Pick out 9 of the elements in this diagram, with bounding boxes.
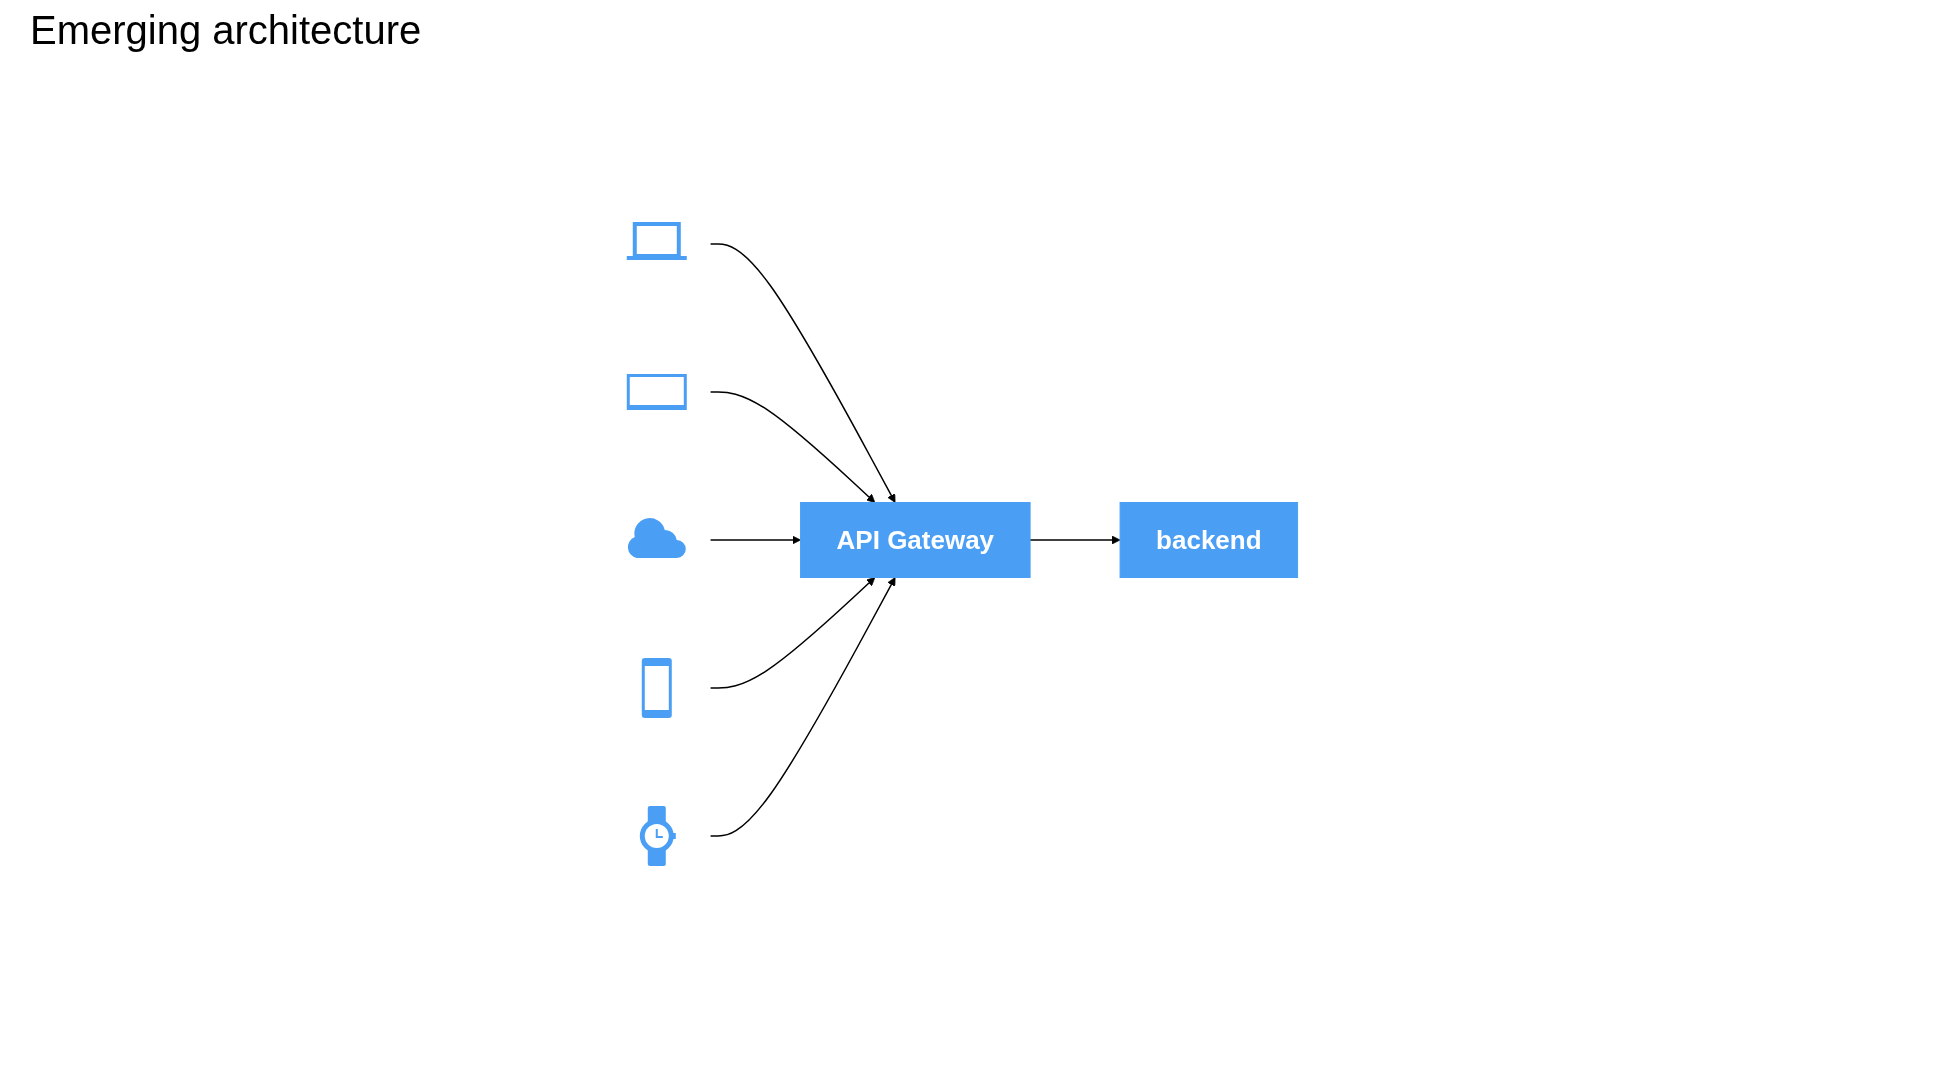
arrow — [1029, 535, 1121, 545]
title: Emerging architecture — [30, 8, 422, 53]
arrow — [709, 535, 801, 545]
arrow — [709, 577, 875, 689]
arrow — [709, 391, 875, 503]
arrow — [709, 577, 896, 837]
arrow — [709, 243, 896, 503]
node-box: backend — [1119, 502, 1298, 578]
node-box: API Gateway — [799, 502, 1031, 578]
